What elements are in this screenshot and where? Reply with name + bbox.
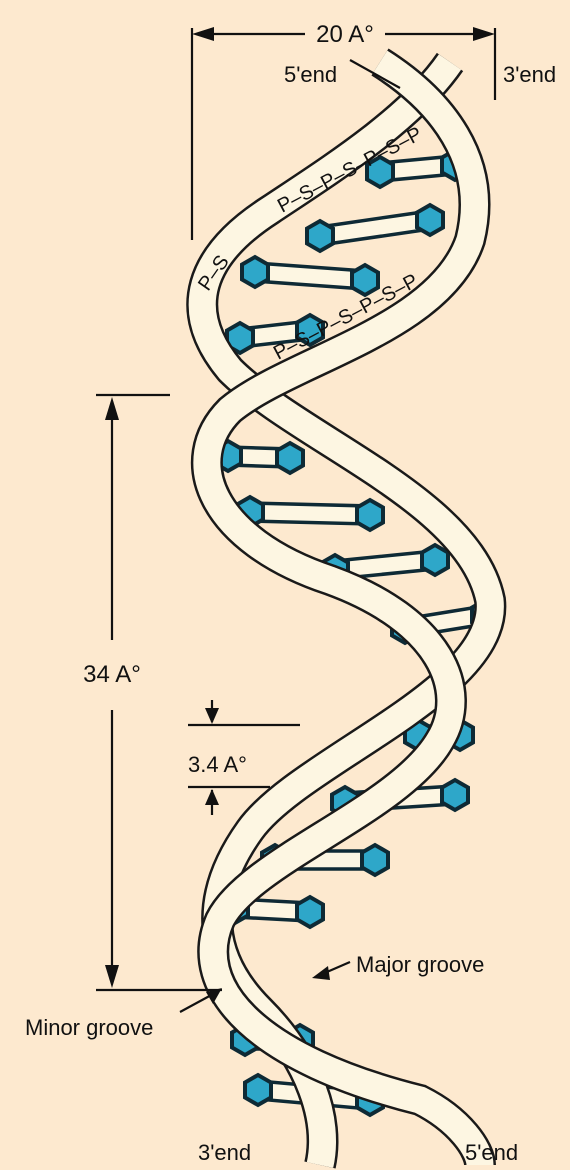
base-hexagon [297, 897, 323, 927]
base-pair [215, 441, 303, 473]
base-hexagon [307, 221, 333, 251]
hydrogen-bond-bar [319, 211, 432, 245]
three-end-top-label: 3'end [503, 62, 556, 87]
width-label: 20 A° [316, 21, 374, 48]
pitch-label: 34 A° [83, 661, 141, 688]
base-hexagon [422, 545, 448, 575]
base-pair [307, 205, 443, 251]
three-end-bottom-label: 3'end [198, 1140, 251, 1165]
base-hexagon [362, 845, 388, 875]
hydrogen-bond-bar [250, 503, 370, 524]
base-pair [242, 257, 378, 295]
base-hexagon [442, 780, 468, 810]
base-hexagon [277, 443, 303, 473]
major-groove-label: Major groove [356, 952, 484, 977]
five-end-bottom-label: 5'end [465, 1140, 518, 1165]
rise-label: 3.4 A° [188, 752, 247, 777]
base-hexagon [417, 205, 443, 235]
base-hexagon [242, 257, 268, 287]
base-hexagon [357, 500, 383, 530]
minor-groove-label: Minor groove [25, 1015, 153, 1040]
five-end-top-label: 5'end [284, 62, 337, 87]
base-hexagon [245, 1075, 271, 1105]
hydrogen-bond-bar [254, 263, 365, 289]
